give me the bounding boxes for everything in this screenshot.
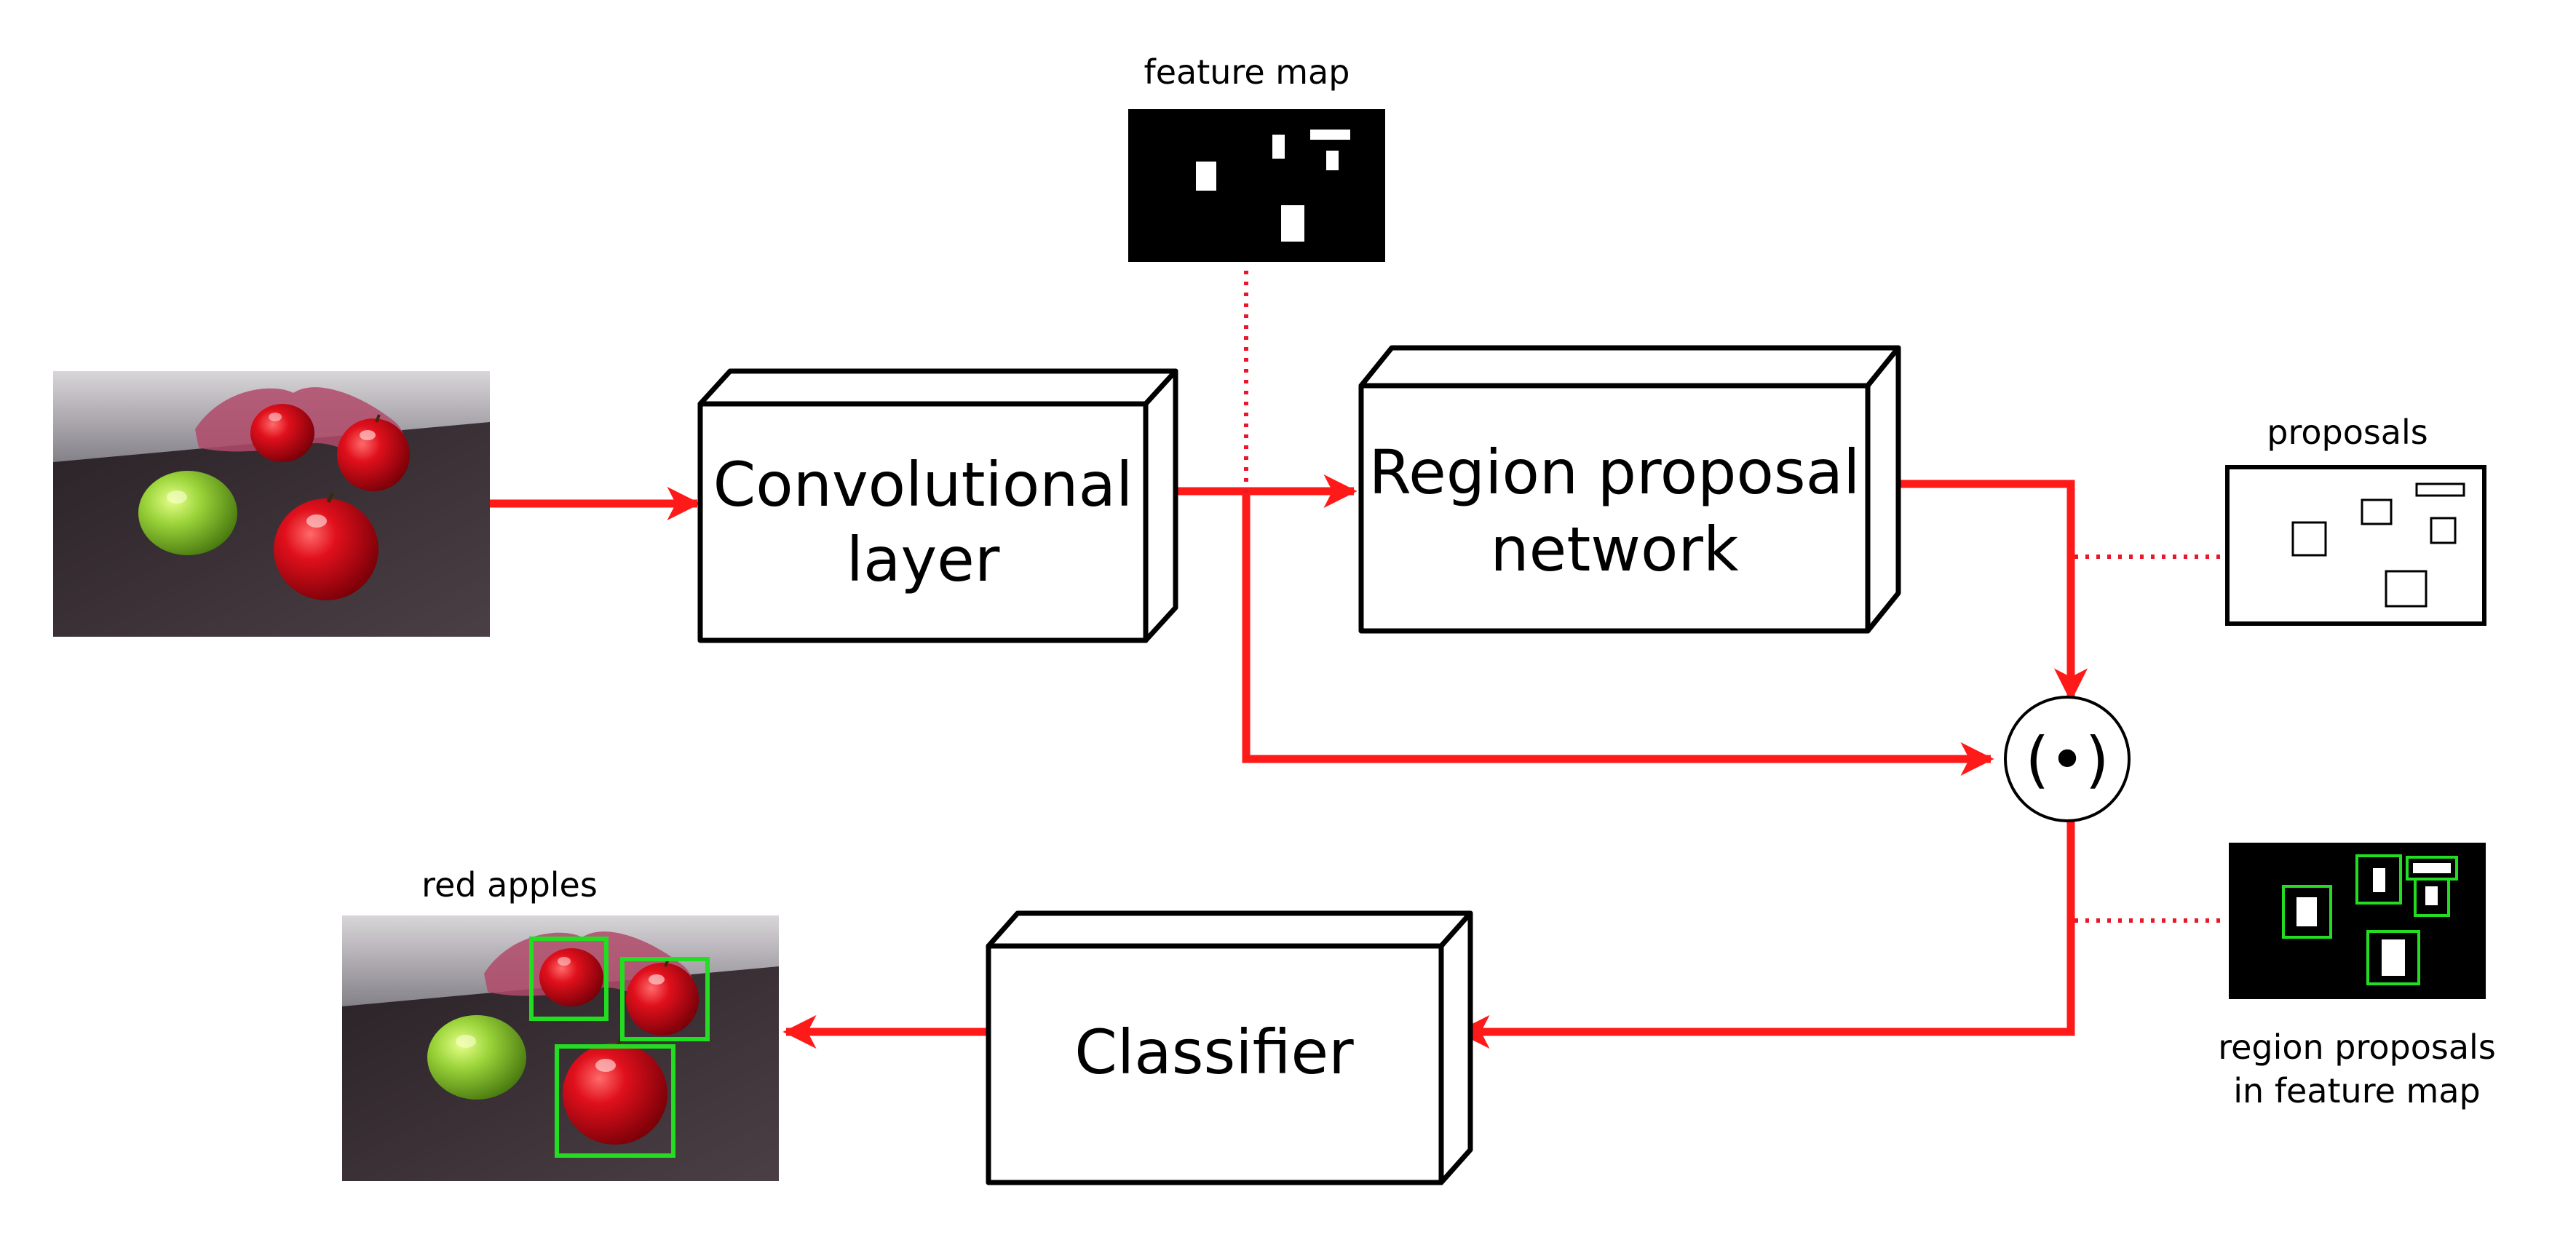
region-label-line2: in feature map — [2233, 1071, 2480, 1110]
dotted-connectors — [1244, 271, 2220, 923]
flow-arrows — [490, 474, 2088, 1049]
feature-map-activations — [1196, 130, 1350, 242]
combine-symbol: (•) — [2025, 724, 2109, 795]
region-label-line1: region proposals — [2218, 1028, 2496, 1067]
feature-map: feature map — [1128, 52, 1385, 262]
output-label: red apples — [421, 865, 598, 905]
proposal-boxes — [2291, 482, 2465, 608]
classifier-box: Classifier — [986, 910, 1473, 1185]
arrow-rpn-to-combine — [1882, 480, 2088, 702]
arrow-conv-to-combine — [1242, 491, 1994, 776]
rpn-line2: network — [1490, 514, 1738, 585]
feature-map-label: feature map — [1144, 52, 1350, 92]
conv-layer-line1: Convolutional — [713, 449, 1133, 520]
conv-layer-line2: layer — [847, 524, 1000, 595]
convolutional-layer-box: Convolutional layer — [697, 368, 1178, 643]
arrow-combine-to-classifier — [1456, 819, 2075, 1049]
proposals-label: proposals — [2267, 413, 2428, 452]
classifier-label: Classifier — [1074, 1017, 1354, 1088]
region-proposals-feature-map: region proposals in feature map — [2218, 843, 2496, 1110]
proposals-panel: proposals — [2225, 413, 2486, 626]
region-proposal-network-box: Region proposal network — [1358, 345, 1901, 634]
input-apple-image — [53, 371, 490, 637]
output-detection-boxes — [529, 937, 710, 1158]
region-detection-boxes — [2282, 854, 2458, 985]
rpn-line1: Region proposal — [1369, 437, 1860, 508]
combine-operator-node: (•) — [2004, 696, 2131, 822]
combine-circle — [2004, 696, 2131, 822]
output-detection-image: red apples — [342, 865, 779, 1181]
proposals-canvas — [2225, 465, 2486, 626]
